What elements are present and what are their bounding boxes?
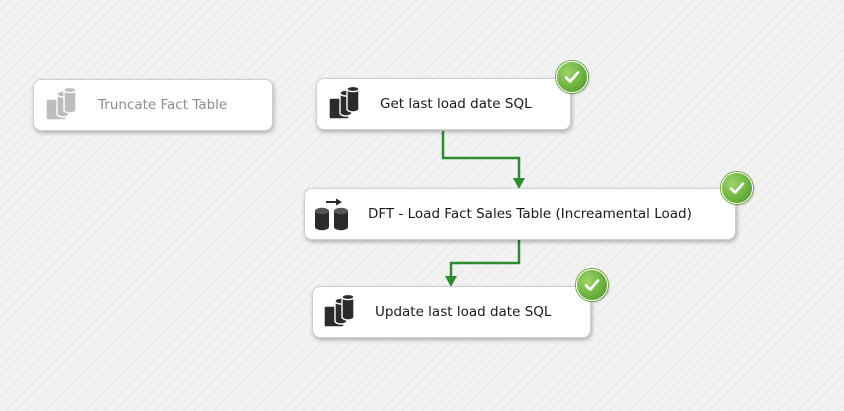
- success-icon: [721, 172, 753, 204]
- data-flow-icon: [313, 197, 351, 235]
- precedence-constraint-success[interactable]: [441, 131, 525, 189]
- success-icon: [576, 269, 608, 301]
- execute-sql-icon: [322, 293, 360, 331]
- success-icon: [556, 61, 588, 93]
- task-get-last-load-date-sql[interactable]: Get last load date SQL: [316, 78, 571, 130]
- task-label: Update last load date SQL: [375, 304, 552, 320]
- task-truncate-fact-table[interactable]: Truncate Fact Table: [33, 79, 273, 131]
- task-label: DFT - Load Fact Sales Table (Increamenta…: [368, 206, 692, 222]
- execute-sql-icon: [44, 86, 82, 124]
- task-label: Get last load date SQL: [380, 96, 532, 112]
- precedence-constraint-success[interactable]: [445, 240, 521, 287]
- task-dft-load-fact-sales[interactable]: DFT - Load Fact Sales Table (Increamenta…: [304, 188, 736, 240]
- task-label: Truncate Fact Table: [98, 97, 228, 113]
- execute-sql-icon: [327, 85, 365, 123]
- task-update-last-load-date-sql[interactable]: Update last load date SQL: [312, 286, 591, 338]
